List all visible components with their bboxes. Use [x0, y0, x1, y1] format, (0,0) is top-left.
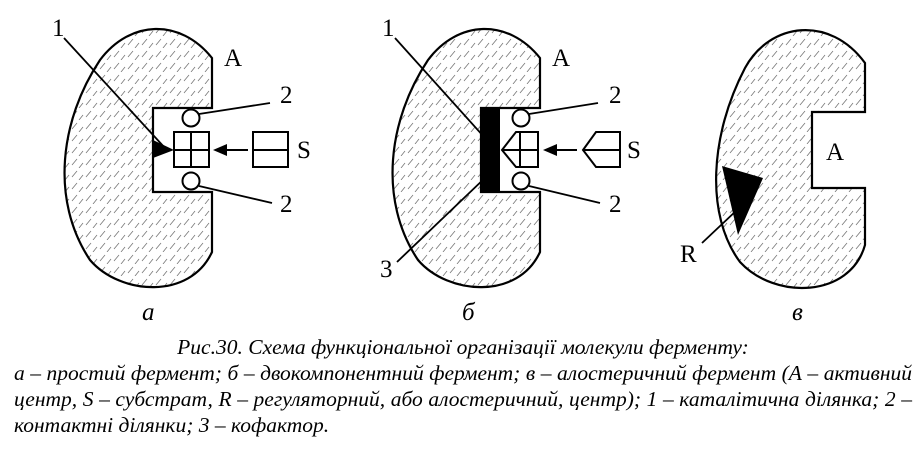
contact-site-bottom-b — [511, 171, 531, 191]
label-catalytic-b: 1 — [382, 15, 395, 42]
bound-substrate-b — [500, 131, 539, 168]
contact-site-bottom-a — [181, 171, 201, 191]
label-contact-top-b: 2 — [609, 82, 622, 109]
catalytic-site-a — [153, 140, 174, 158]
binding-arrow-b — [543, 144, 577, 156]
label-substrate-b: S — [627, 137, 641, 164]
label-catalytic-a: 1 — [52, 15, 65, 42]
panel-b: 1 A 2 2 S 3 б — [380, 15, 641, 326]
enzyme-body-c — [715, 29, 867, 290]
label-contact-bottom-b: 2 — [609, 191, 622, 218]
contact-site-top-b — [511, 108, 531, 128]
label-active-site-c: A — [826, 139, 844, 166]
caption-title: Рис.30. Схема функціональної організації… — [177, 335, 749, 359]
label-regulatory-c: R — [680, 241, 697, 268]
label-contact-bottom-a: 2 — [280, 191, 293, 218]
free-substrate-b — [581, 131, 621, 168]
label-substrate-a: S — [297, 137, 311, 164]
figure-caption: Рис.30. Схема функціональної організації… — [14, 334, 912, 438]
free-substrate-a — [252, 131, 289, 168]
label-cofactor-b: 3 — [380, 256, 393, 283]
panel-b-sublabel: б — [462, 299, 476, 326]
regulatory-site-c — [722, 166, 763, 235]
label-active-site-a: A — [224, 45, 242, 72]
panel-c-sublabel: в — [792, 299, 803, 326]
contact-site-top-a — [181, 108, 201, 128]
enzyme-body-a — [63, 27, 214, 289]
bound-substrate-a — [173, 131, 210, 168]
label-contact-top-a: 2 — [280, 82, 293, 109]
panel-a-sublabel: а — [142, 299, 155, 326]
cofactor-b — [481, 108, 500, 192]
caption-body: а – простий фермент; б – двокомпонентний… — [14, 361, 912, 437]
enzyme-body-b — [391, 27, 542, 289]
enzyme-diagram: 1 A 2 2 S а 1 A 2 2 S — [52, 15, 867, 326]
panel-a: 1 A 2 2 S а — [52, 15, 311, 326]
label-active-site-b: A — [552, 45, 570, 72]
panel-c: A R в — [680, 29, 867, 326]
binding-arrow-a — [213, 144, 248, 156]
